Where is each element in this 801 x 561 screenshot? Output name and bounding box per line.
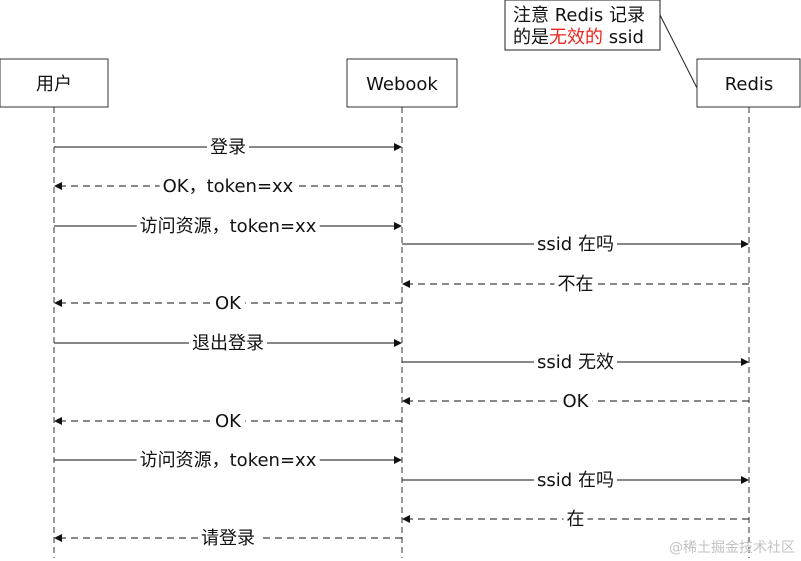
message-label-bg <box>207 144 249 150</box>
actor-webook: Webook <box>346 58 458 108</box>
actor-user: 用户 <box>0 58 109 108</box>
message-11: 访问资源，token=xx <box>54 450 402 471</box>
message-label: 访问资源，token=xx <box>140 216 317 237</box>
message-label-bg <box>136 457 320 463</box>
message-3: 访问资源，token=xx <box>54 216 402 237</box>
actor-redis-box <box>696 58 801 108</box>
actor-user-box <box>0 58 109 108</box>
note-line2-suffix: ssid <box>603 27 644 48</box>
message-label: ssid 无效 <box>537 352 614 373</box>
message-label-bg <box>136 223 320 229</box>
message-label: ssid 在吗 <box>537 234 614 255</box>
message-label: 退出登录 <box>192 333 264 354</box>
note-box <box>504 0 661 51</box>
message-label-bg <box>212 300 246 306</box>
message-label-bg <box>159 183 297 189</box>
message-label: ssid 在吗 <box>537 470 614 491</box>
message-label: 访问资源，token=xx <box>140 450 317 471</box>
actor-redis-label: Redis <box>725 74 774 95</box>
message-label-bg <box>198 535 258 541</box>
actor-user-label: 用户 <box>36 74 72 95</box>
message-label-bg <box>534 241 617 247</box>
message-label: OK <box>563 391 590 412</box>
message-6: OK <box>54 293 402 314</box>
message-label: 不在 <box>558 274 594 295</box>
message-4: ssid 在吗 <box>402 234 749 255</box>
message-label-bg <box>559 398 593 404</box>
message-2: OK，token=xx <box>54 176 402 197</box>
message-label: OK <box>215 411 242 432</box>
note: 注意 Redis 记录 的是无效的 ssid <box>504 0 698 89</box>
message-9: OK <box>402 391 749 412</box>
message-13: 在 <box>402 509 749 530</box>
message-1: 登录 <box>54 137 402 158</box>
message-label: OK，token=xx <box>163 176 294 197</box>
message-10: OK <box>54 411 402 432</box>
note-line2-prefix: 的是 <box>513 27 549 48</box>
message-label-bg <box>534 359 617 365</box>
message-label-bg <box>534 477 617 483</box>
message-12: ssid 在吗 <box>402 470 749 491</box>
message-7: 退出登录 <box>54 333 402 354</box>
actor-webook-box <box>346 58 458 108</box>
message-label-bg <box>212 418 246 424</box>
note-line2: 的是无效的 ssid <box>513 27 644 48</box>
message-label: 在 <box>567 509 585 530</box>
note-line2-highlight: 无效的 <box>549 27 603 48</box>
message-label: OK <box>215 293 242 314</box>
actor-redis: Redis <box>696 58 801 108</box>
message-label: 登录 <box>210 137 246 158</box>
message-label-bg <box>189 340 267 346</box>
message-14: 请登录 <box>54 528 402 549</box>
actor-webook-label: Webook <box>366 74 438 95</box>
message-8: ssid 无效 <box>402 352 749 373</box>
message-label-bg <box>554 281 597 287</box>
note-line1: 注意 Redis 记录 <box>513 5 645 26</box>
message-label: 请登录 <box>201 528 255 549</box>
note-connector <box>659 14 698 89</box>
message-5: 不在 <box>402 274 749 295</box>
message-label-bg <box>563 516 588 522</box>
watermark: @稀土掘金技术社区 <box>669 540 795 556</box>
